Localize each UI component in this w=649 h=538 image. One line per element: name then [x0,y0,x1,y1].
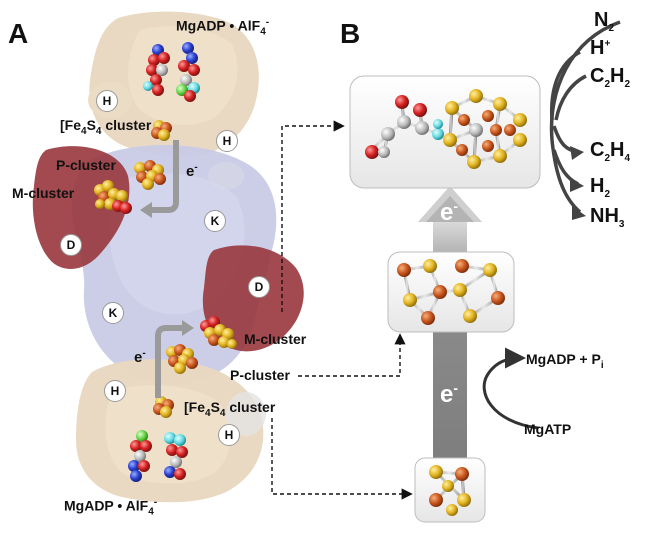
product-h2: H2 [590,175,611,200]
subunit-h-marker: H [216,130,238,152]
substrate-n2: N2 [594,9,615,34]
protein-surface [32,11,304,503]
fe4s4-cluster-bottom [153,396,174,418]
hydrolysis-substrate-label: MgATP [524,421,572,437]
ligand-bottom [128,430,188,482]
connector-fe4s4 [271,418,413,500]
ligand-top-label: MgADP • AlF4- [176,17,270,38]
p-cluster-bottom [166,344,198,374]
panel-a-label: A [8,18,29,49]
electron-label-top: e- [186,162,198,180]
ligand-top [143,42,200,102]
hydrolysis-products-label: MgADP + Pi [526,351,604,371]
subunit-k-marker: K [102,302,124,324]
electron-label-b-bottom: e- [440,380,459,408]
m-cluster-box [349,75,541,189]
substrate-c2h2: C2H2 [590,65,631,90]
fe4s4-cluster-top [151,120,172,141]
subunit-d-marker: D [60,234,82,256]
fe4s4-bottom-label: [Fe4S4 cluster [184,399,276,419]
m-cluster-bottom [200,316,237,349]
fe4s4-top-label: [Fe4S4 cluster [60,117,152,137]
product-c2h4: C2H4 [590,139,631,164]
subunit-d-marker: D [248,276,270,298]
p-cluster-top-label: P-cluster [56,157,116,173]
fe4s4-box [414,457,486,523]
electron-label-bottom: e- [134,348,146,366]
electron-label-b-top: e- [440,198,459,226]
electron-transfer-arrow-bottom [155,325,184,398]
electron-transfer-arrow-top [150,140,179,213]
m-cluster-top [94,180,132,214]
ligand-bottom-label: MgADP • AlF4- [64,497,158,518]
mofe-d-subunit-left [32,146,130,269]
product-nh3: NH3 [590,205,625,230]
m-cluster-bottom-label: M-cluster [244,331,307,347]
atp-hydrolysis-arrow [482,347,539,430]
substrate-hplus: H+ [590,37,611,59]
mofe-d-subunit-right [202,245,304,352]
subunit-h-marker: H [218,424,240,446]
p-cluster-box [387,251,515,333]
subunit-h-marker: H [96,90,118,112]
m-cluster-top-label: M-cluster [12,185,75,201]
p-cluster-bottom-label: P-cluster [230,367,290,383]
panel-b-label: B [340,18,361,49]
connector-p-cluster [298,333,406,377]
p-cluster-top [134,160,166,190]
connector-m-cluster [281,120,345,312]
subunit-k-marker: K [204,210,226,232]
subunit-h-marker: H [104,380,126,402]
